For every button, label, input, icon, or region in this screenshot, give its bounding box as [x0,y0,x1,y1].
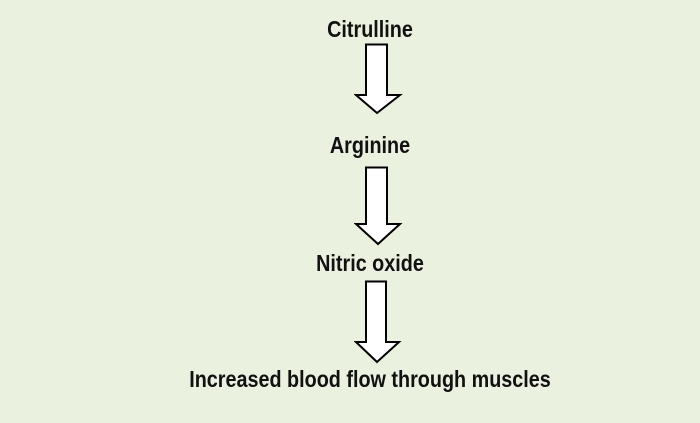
step-increased-blood-flow: Increased blood flow through muscles [189,366,551,392]
step-nitric-oxide: Nitric oxide [316,250,424,276]
step-citrulline: Citrulline [327,16,413,42]
step-arginine: Arginine [329,132,411,158]
down-arrow-icon [354,166,403,246]
down-arrow-icon [354,280,402,364]
down-arrow-icon [354,43,403,115]
